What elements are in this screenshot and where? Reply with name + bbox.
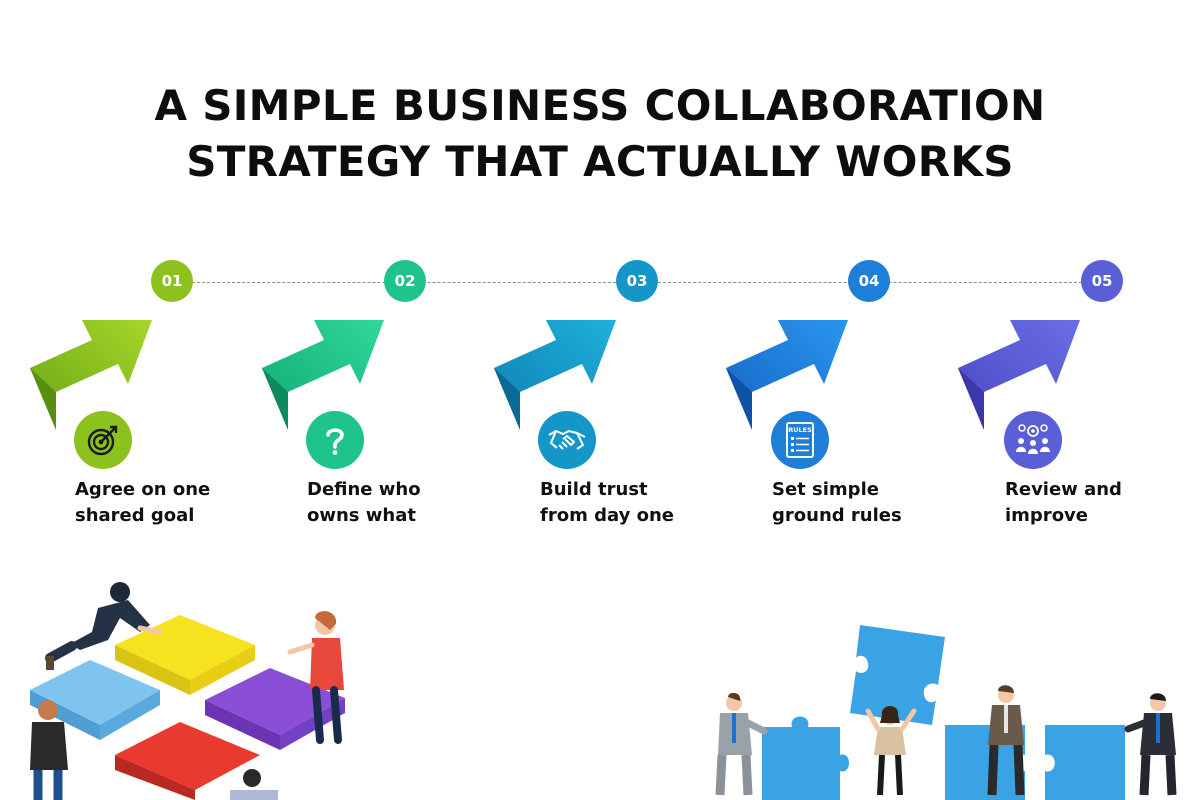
step-2-arrow [262, 320, 384, 430]
step-1-label: Agree on one shared goal [75, 479, 211, 526]
puzzle-people-illustration [715, 625, 1177, 800]
step-3-icon-circle [538, 411, 596, 469]
step-5-arrow [958, 320, 1080, 430]
businessman-grey [715, 692, 768, 796]
team-gears-icon [1016, 424, 1050, 454]
person-standing-right [287, 611, 344, 744]
step-3-arrow [494, 320, 616, 430]
target-icon [87, 425, 118, 456]
businesswoman [865, 706, 917, 796]
handshake-icon [548, 429, 586, 450]
title-line-2: STRATEGY THAT ACTUALLY WORKS [186, 137, 1014, 186]
step-2-label: Define who owns what [307, 479, 421, 526]
person-standing-left [30, 700, 68, 800]
step-1-icon-circle [74, 411, 132, 469]
step-1-badge: 01 [151, 260, 193, 302]
person-crouching [230, 769, 278, 800]
step-5-badge: 05 [1081, 260, 1123, 302]
page-title: A SIMPLE BUSINESS COLLABORATION STRATEGY… [0, 78, 1200, 190]
right-puzzle-piece-2 [1045, 725, 1125, 800]
left-puzzle-piece [762, 716, 840, 800]
businessman-dark [1124, 693, 1177, 796]
step-1-arrow [30, 320, 152, 430]
businessman-brown [987, 685, 1025, 796]
rules-icon-text: RULES [788, 426, 812, 434]
step-4-icon-circle: RULES [771, 411, 829, 469]
step-5-icon-circle [1004, 411, 1062, 469]
step-4-arrow [726, 320, 848, 430]
person-kneeling [45, 582, 163, 670]
step-3-label: Build trust from day one [540, 479, 674, 526]
blue-puzzle-piece [30, 660, 160, 725]
question-icon [326, 428, 344, 455]
rules-icon: RULES [786, 422, 814, 458]
floating-puzzle-piece [850, 625, 945, 725]
step-5-label: Review and improve [1005, 479, 1122, 526]
puzzle-team-illustration [30, 582, 345, 800]
step-3-badge: 03 [616, 260, 658, 302]
step-4-badge: 04 [848, 260, 890, 302]
step-2-badge: 02 [384, 260, 426, 302]
step-4-label: Set simple ground rules [772, 479, 902, 526]
step-2-icon-circle [306, 411, 364, 469]
title-line-1: A SIMPLE BUSINESS COLLABORATION [154, 81, 1046, 130]
